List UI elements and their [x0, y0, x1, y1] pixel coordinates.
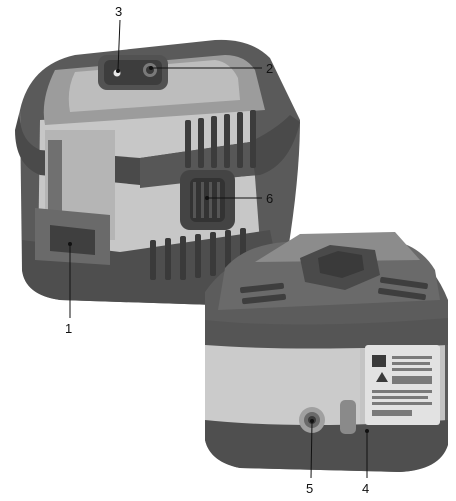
callout-5: 5 — [306, 481, 313, 496]
callout-6: 6 — [266, 191, 273, 206]
callout-leaders — [68, 19, 369, 479]
callout-3: 3 — [115, 4, 122, 19]
laser-level-rear-view — [205, 232, 448, 472]
callout-1: 1 — [65, 321, 72, 336]
callout-4: 4 — [362, 481, 369, 496]
callout-2: 2 — [266, 61, 273, 76]
